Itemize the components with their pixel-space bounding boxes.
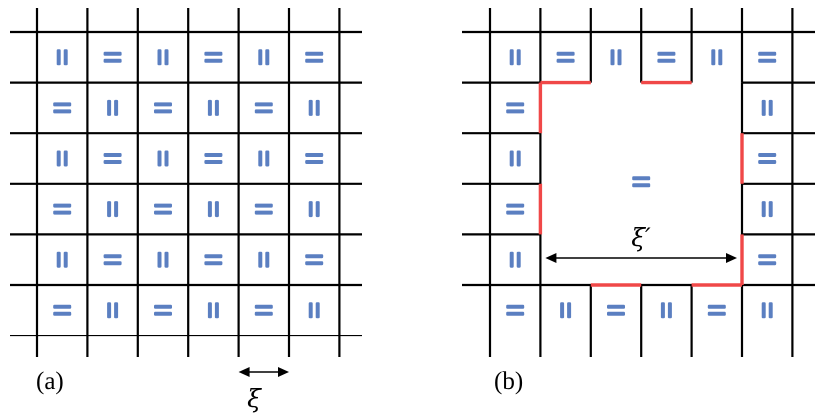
dimer-horizontal-symbol	[305, 254, 324, 266]
dimer-horizontal-symbol	[506, 304, 525, 316]
dimer-horizontal-symbol	[707, 304, 726, 316]
dimer-horizontal-symbol	[506, 203, 525, 215]
dimer-horizontal-symbol	[758, 153, 777, 164]
dimer-horizontal-symbol	[758, 254, 777, 266]
xi-prime-length-label: ξ′	[631, 223, 651, 252]
dimer-vertical-symbol	[761, 302, 773, 319]
dimer-vertical-symbol	[560, 302, 572, 319]
dimer-vertical-symbol	[207, 99, 219, 116]
dimer-vertical-symbol	[207, 302, 219, 319]
dimer-vertical-symbol	[258, 49, 270, 66]
plaquette-symbols	[506, 49, 777, 319]
dimer-horizontal-symbol	[607, 304, 625, 316]
dimer-horizontal-symbol	[53, 304, 72, 316]
dimer-vertical-symbol	[509, 251, 521, 268]
dimer-vertical-symbol	[207, 201, 219, 218]
dimer-vertical-symbol	[610, 49, 622, 66]
plaquette-symbols	[53, 49, 324, 319]
dimer-vertical-symbol	[107, 99, 119, 116]
dimer-horizontal-symbol	[103, 51, 122, 63]
domain-walls	[538, 80, 744, 287]
dimer-vertical-symbol	[509, 150, 521, 167]
dimer-horizontal-symbol	[657, 51, 676, 63]
dimer-horizontal-symbol	[204, 153, 223, 164]
dimer-vertical-symbol	[660, 302, 672, 319]
dimer-horizontal-symbol	[506, 102, 525, 114]
xi-length-label: ξ	[247, 384, 262, 413]
dimer-horizontal-symbol	[204, 51, 223, 63]
dimer-vertical-symbol	[308, 201, 320, 218]
dimer-horizontal-symbol	[254, 102, 273, 114]
dimer-horizontal-symbol	[53, 102, 72, 114]
dimer-horizontal-symbol	[53, 203, 72, 215]
dimer-vertical-symbol	[56, 150, 68, 167]
dimer-vertical-symbol	[56, 251, 68, 268]
dimer-horizontal-symbol	[254, 304, 273, 316]
dimer-horizontal-symbol	[305, 153, 324, 164]
panel-a-label: (a)	[36, 368, 64, 395]
xi-double-arrow	[238, 367, 289, 377]
dimer-horizontal-symbol	[154, 304, 172, 316]
dimer-horizontal-symbol	[556, 51, 575, 63]
grid-lines	[462, 8, 815, 357]
dimer-vertical-symbol	[761, 201, 773, 218]
dimer-horizontal-symbol	[254, 203, 273, 215]
dimer-horizontal-symbol	[154, 102, 172, 114]
dimer-vertical-symbol	[761, 99, 773, 116]
dimer-horizontal-symbol	[758, 51, 777, 63]
dimer-vertical-symbol	[157, 150, 169, 167]
dimer-vertical-symbol	[509, 49, 521, 66]
dimer-vertical-symbol	[308, 302, 320, 319]
dimer-horizontal-symbol	[305, 51, 324, 63]
dimer-horizontal-symbol	[154, 203, 172, 215]
dimer-horizontal-symbol	[103, 153, 122, 164]
dimer-vertical-symbol	[711, 49, 723, 66]
panel-b	[462, 8, 815, 357]
dimer-vertical-symbol	[56, 49, 68, 66]
dimer-horizontal-symbol	[103, 254, 122, 266]
dimer-vertical-symbol	[157, 251, 169, 268]
grid-lines	[10, 8, 362, 357]
panel-a	[10, 8, 362, 377]
panel-b-label: (b)	[494, 368, 523, 395]
dimer-vertical-symbol	[308, 99, 320, 116]
dimer-horizontal-symbol	[204, 254, 223, 266]
domain-dimer-symbol	[632, 176, 651, 188]
dimer-vertical-symbol	[157, 49, 169, 66]
xi-prime-double-arrow	[545, 253, 737, 263]
dimer-vertical-symbol	[107, 201, 119, 218]
dimer-vertical-symbol	[107, 302, 119, 319]
dimer-vertical-symbol	[258, 150, 270, 167]
dimer-vertical-symbol	[258, 251, 270, 268]
